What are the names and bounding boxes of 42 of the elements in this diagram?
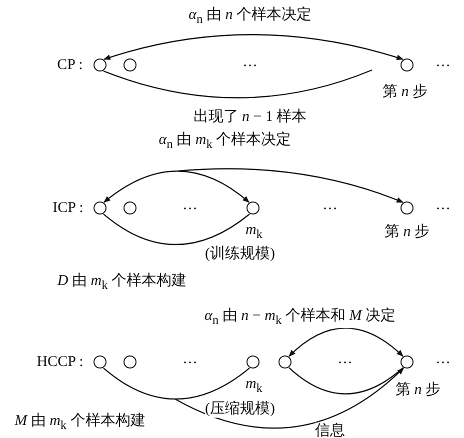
curved-arrow (174, 368, 404, 429)
state-circle (94, 58, 106, 72)
edge-label: α$_{n}$ 由 n − m$_{k}$ 个样本和 M 决定 (204, 308, 396, 328)
diagram-label: … (436, 350, 450, 368)
diagram-label: D 由 m$_{k}$ 个样本构建 (57, 273, 187, 293)
diagram-label: … (182, 350, 198, 368)
node-caption: 第 n 步 (382, 84, 428, 100)
curved-line (288, 367, 404, 394)
diagram-label: … (322, 196, 338, 214)
edge-label: 出现了 n − 1 样本 (193, 108, 307, 126)
curved-arrow (288, 328, 404, 357)
state-circle (246, 202, 260, 214)
state-circle (400, 58, 414, 72)
diagram-label: … (338, 350, 352, 368)
state-circle (94, 356, 106, 368)
diagram-label: ICP : (52, 200, 84, 216)
state-circle (246, 356, 260, 368)
state-circle (278, 356, 292, 368)
curved-line (103, 214, 250, 246)
edge-label: 信息 (315, 422, 345, 438)
state-circle (124, 58, 136, 72)
state-circle (400, 356, 414, 368)
node-caption: (压缩规模) (205, 400, 275, 418)
node-caption: 第 n 步 (396, 382, 440, 398)
curved-arrow (103, 170, 250, 203)
diagram-label: HCCP : (36, 354, 84, 370)
state-circle (124, 202, 136, 214)
diagram-label: … (182, 196, 198, 214)
diagram-label: … (436, 196, 450, 214)
node-caption: 第 n 步 (384, 224, 430, 240)
state-circle (94, 202, 106, 214)
state-circle (124, 356, 136, 368)
state-circle (400, 202, 414, 214)
diagram-label: … (242, 54, 258, 70)
node-caption: (训练规模) (205, 246, 275, 262)
diagram-label: CP : (57, 56, 83, 74)
diagram-label: … (436, 54, 450, 70)
curved-arrow (178, 168, 404, 203)
diagram-label: M 由 m$_{k}$ 个样本构建 (14, 413, 146, 433)
curved-line (103, 368, 250, 400)
curved-line (103, 69, 372, 98)
curved-arrow (103, 34, 404, 60)
